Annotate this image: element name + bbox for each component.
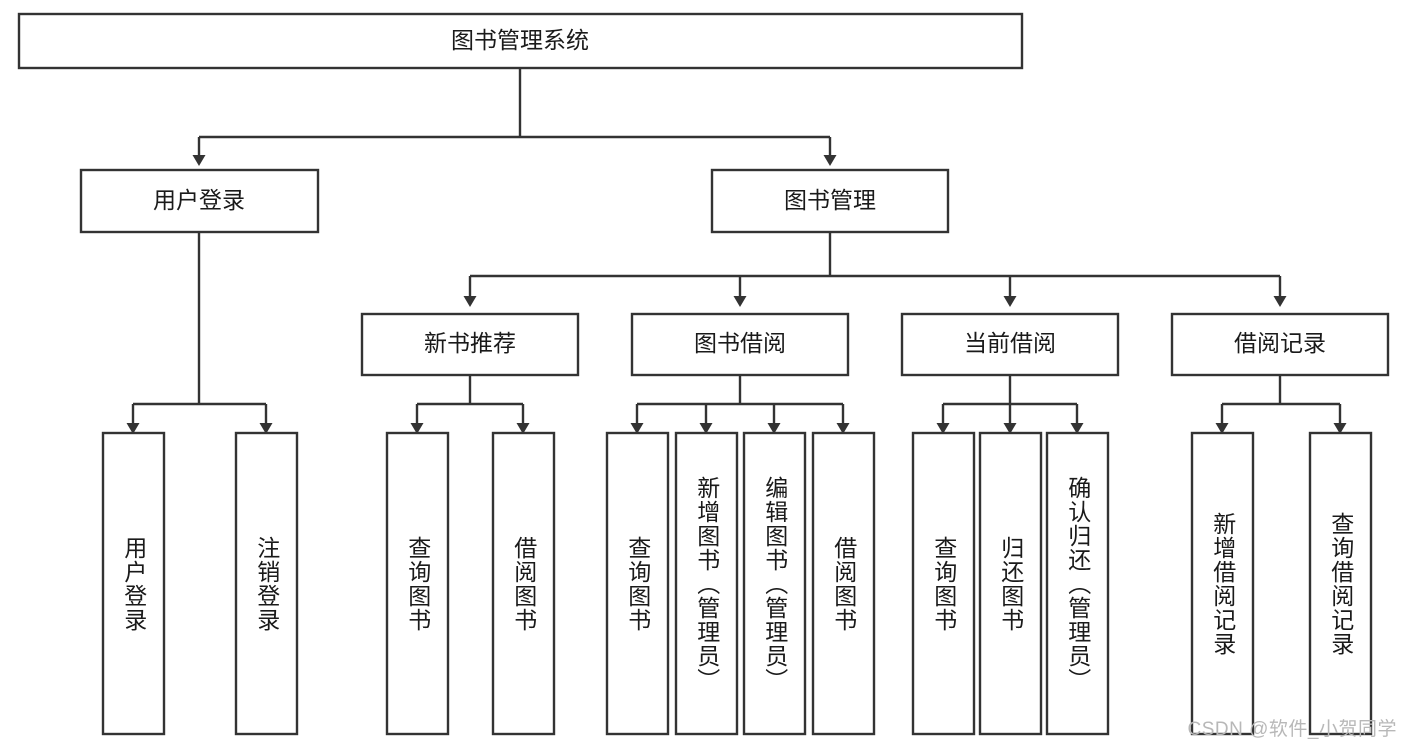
node-leaf-return-book[interactable] [978,431,1043,736]
node-borrow-record[interactable] [1170,312,1390,377]
connector-group-user-login [126,232,273,434]
node-leaf-add-book[interactable] [674,431,739,736]
node-root[interactable] [17,12,1024,70]
node-book-borrow[interactable] [630,312,850,377]
node-book-manage-label: 图书管理 [784,187,876,213]
node-leaf-query-book-3[interactable] [911,431,976,736]
node-leaf-user-logout[interactable] [234,431,299,736]
node-root-label: 图书管理系统 [451,27,589,53]
node-leaf-query-book-1[interactable] [385,431,450,736]
node-user-login[interactable] [79,168,320,234]
node-borrow-record-label: 借阅记录 [1234,330,1326,356]
node-book-manage[interactable] [710,168,950,234]
node-current-borrow[interactable] [900,312,1120,377]
connector-group-borrow-record [1215,375,1347,434]
connector-group-book-manage [463,232,1287,307]
node-book-borrow-label: 图书借阅 [694,330,786,356]
node-leaf-confirm-return[interactable] [1045,431,1110,736]
connector-group-new-book-rec [410,375,530,434]
node-leaf-query-book-2[interactable] [605,431,670,736]
node-leaf-borrow-book-2[interactable] [811,431,876,736]
node-user-login-label: 用户登录 [153,187,245,213]
node-leaf-user-login[interactable] [101,431,166,736]
node-new-book-rec[interactable] [360,312,580,377]
node-current-borrow-label: 当前借阅 [964,330,1056,356]
node-leaf-edit-book[interactable] [742,431,807,736]
connector-group-root [192,68,837,166]
connector-group-current-borrow [936,375,1084,434]
connector-group-book-borrow [630,375,850,434]
node-new-book-rec-label: 新书推荐 [424,330,516,356]
csdn-watermark: CSDN @软件_小贺同学 [1187,719,1397,740]
node-leaf-add-record[interactable] [1190,431,1255,736]
node-leaf-borrow-book-1[interactable] [491,431,556,736]
node-leaf-query-record[interactable] [1308,431,1373,736]
